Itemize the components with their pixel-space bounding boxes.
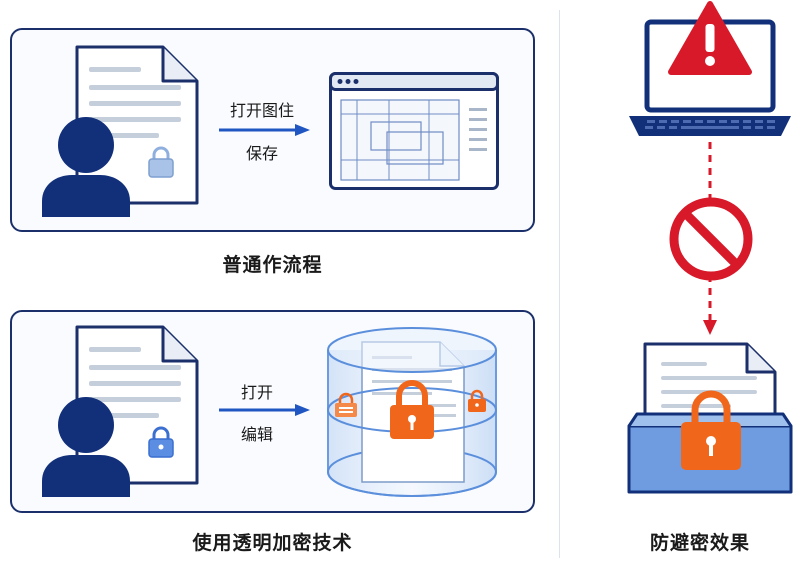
lock-icon [148,426,174,458]
browser-window-icon [329,72,499,190]
arrow-icon [219,404,310,416]
encrypted-workflow-caption: 使用透明加密技术 [192,532,353,554]
save-label: 保存 [245,144,278,163]
user-icon [42,397,130,497]
prohibited-icon [669,197,753,281]
edit-label: 编辑 [240,425,273,444]
warning-icon [668,1,752,75]
user-icon [42,117,130,217]
encrypted-cylinder-icon [327,327,497,497]
protection-effect-caption: 防避密效果 [649,532,750,554]
normal-workflow-caption: 普通作流程 [222,254,323,276]
open-label: 打开图住 [229,101,294,120]
open-label: 打开 [240,383,273,402]
folder-icon [627,342,793,494]
lock-icon [148,146,174,178]
column-divider [559,10,560,558]
blocked-path-line [703,142,717,335]
arrow-icon [219,124,310,136]
